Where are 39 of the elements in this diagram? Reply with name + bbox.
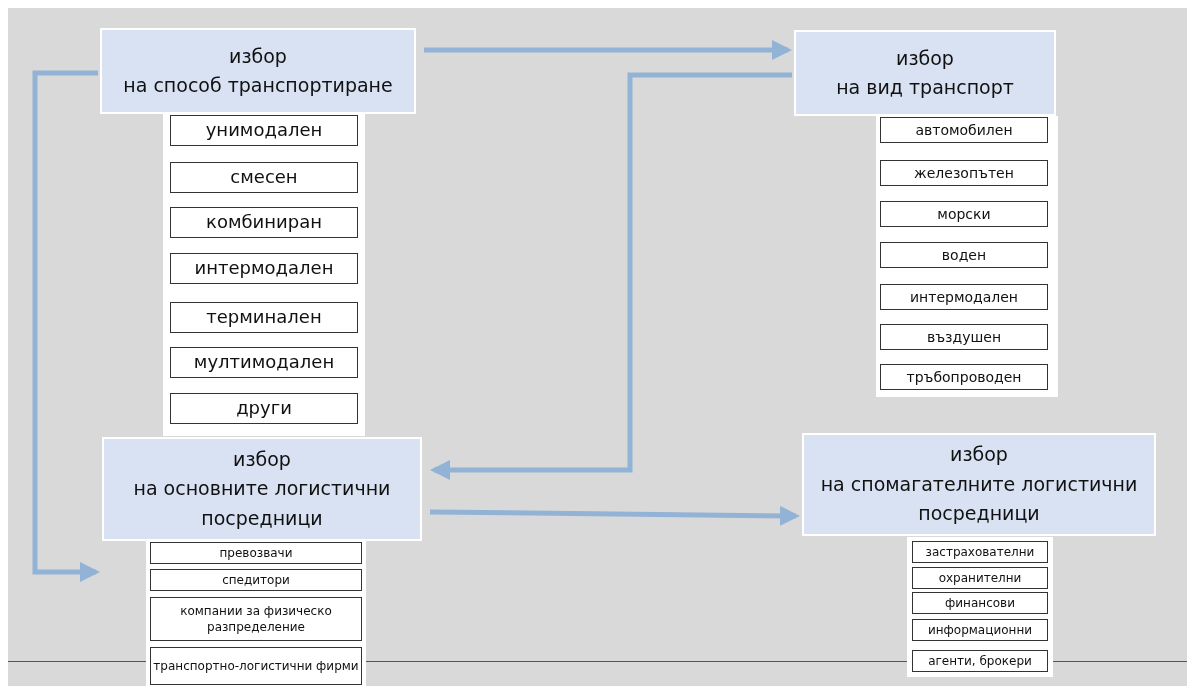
stage-title: избор — [233, 446, 291, 472]
option-box: морски — [880, 201, 1048, 227]
option-box: други — [170, 393, 358, 424]
option-box: железопътен — [880, 160, 1048, 186]
option-box: компании за физическо разпределение — [150, 597, 362, 641]
option-box: информационни — [912, 619, 1048, 641]
stage-box — [102, 437, 422, 541]
stage-title: на основните логистични посредници — [132, 476, 392, 531]
option-box: унимодален — [170, 115, 358, 146]
option-box: финансови — [912, 592, 1048, 614]
stage-title: на способ транспортиране — [123, 73, 393, 98]
option-box: охранителни — [912, 567, 1048, 589]
option-box: спедитори — [150, 569, 362, 591]
option-box: интермодален — [170, 253, 358, 284]
option-box: интермодален — [880, 284, 1048, 310]
option-box: застрахователни — [912, 541, 1048, 563]
option-box: воден — [880, 242, 1048, 268]
option-box: тръбопроводен — [880, 364, 1048, 390]
option-box: агенти, брокери — [912, 650, 1048, 672]
stage-box — [802, 433, 1156, 536]
arrow — [430, 72, 792, 480]
stage-title: избор — [896, 45, 954, 71]
option-box: терминален — [170, 302, 358, 333]
stage-title: на вид транспорт — [836, 75, 1014, 100]
option-box: мултимодален — [170, 347, 358, 378]
arrow — [429, 505, 800, 526]
option-box: смесен — [170, 162, 358, 193]
option-box: превозвачи — [150, 542, 362, 564]
stage-title: на спомагателните логистични посредници — [819, 471, 1139, 527]
arrow — [32, 70, 100, 582]
option-box: автомобилен — [880, 117, 1048, 143]
stage-title: избор — [229, 43, 287, 69]
option-box: комбиниран — [170, 207, 358, 238]
stage-box — [100, 28, 416, 114]
stage-title: избор — [950, 442, 1008, 468]
arrow — [424, 40, 792, 60]
option-box: въздушен — [880, 324, 1048, 350]
stage-box — [794, 30, 1056, 116]
option-box: транспортно-логистични фирми — [150, 647, 362, 685]
